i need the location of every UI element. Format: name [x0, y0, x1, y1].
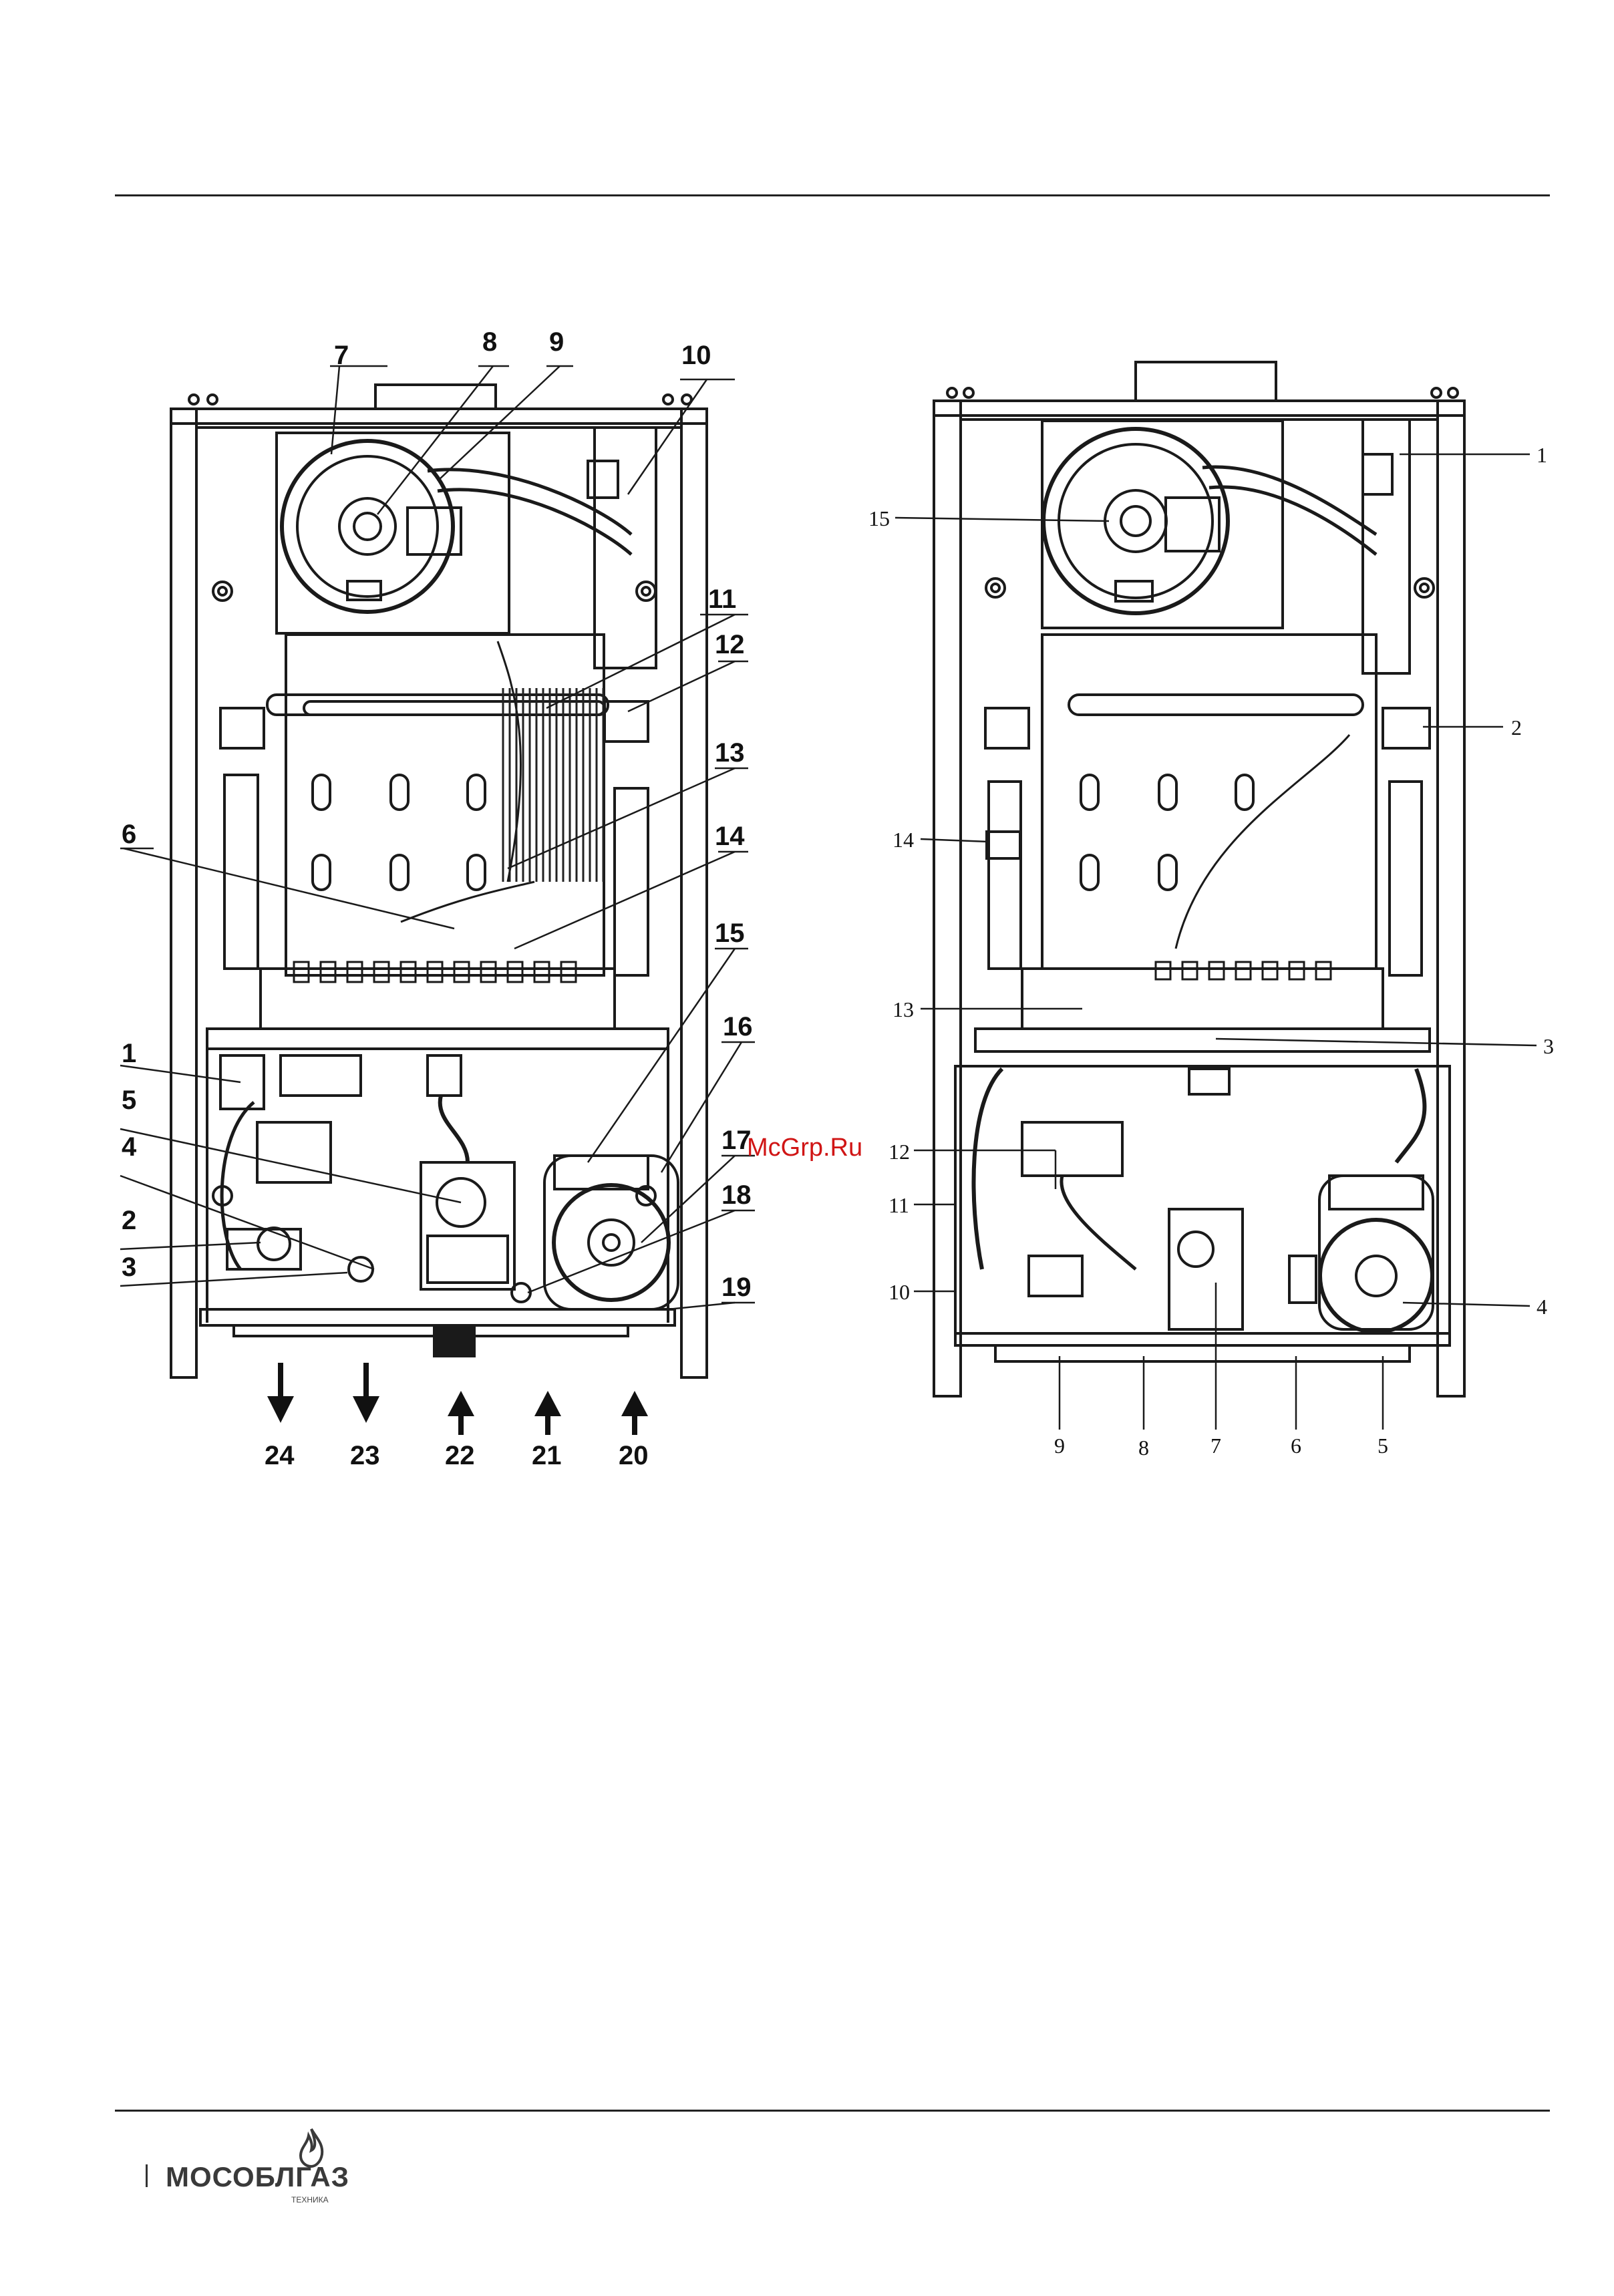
left-boiler-view — [120, 366, 755, 1435]
left-callout-8: 8 — [482, 327, 497, 357]
left-callout-2: 2 — [122, 1206, 136, 1235]
logo-divider — [146, 2164, 148, 2187]
left-callout-5: 5 — [122, 1086, 136, 1115]
connection-21: 21 — [532, 1441, 562, 1470]
left-callout-10: 10 — [681, 341, 711, 370]
left-callout-3: 3 — [122, 1253, 136, 1282]
connection-22: 22 — [445, 1441, 475, 1470]
brand-logo: МОСОБЛГАЗ ТЕХНИКА — [146, 2128, 359, 2201]
left-callout-9: 9 — [549, 327, 564, 357]
right-callout-10: 10 — [889, 1280, 910, 1304]
left-callout-4: 4 — [122, 1132, 137, 1162]
right-callout-2: 2 — [1511, 715, 1522, 740]
left-callout-6: 6 — [122, 820, 136, 849]
right-callout-11: 11 — [889, 1193, 909, 1217]
right-callout-15: 15 — [868, 506, 890, 530]
right-boiler-view — [895, 362, 1537, 1430]
right-callout-5: 5 — [1378, 1434, 1388, 1458]
connection-20: 20 — [619, 1441, 649, 1470]
left-callout-12: 12 — [715, 630, 745, 659]
right-callout-14: 14 — [893, 828, 914, 852]
left-callout-16: 16 — [723, 1012, 753, 1041]
left-callout-11: 11 — [708, 585, 736, 614]
brand-subtitle: ТЕХНИКА — [291, 2195, 329, 2204]
right-callout-9: 9 — [1054, 1434, 1065, 1458]
right-callout-12: 12 — [889, 1140, 910, 1164]
left-callout-19: 19 — [721, 1273, 752, 1302]
right-callout-8: 8 — [1138, 1436, 1149, 1460]
right-callout-4: 4 — [1537, 1295, 1547, 1319]
left-callout-14: 14 — [715, 822, 745, 851]
connection-24: 24 — [265, 1441, 295, 1470]
brand-name: МОСОБЛГАЗ — [166, 2161, 349, 2193]
left-callout-13: 13 — [715, 738, 745, 768]
right-callout-1: 1 — [1537, 443, 1547, 467]
watermark: McGrp.Ru — [747, 1134, 862, 1162]
left-callout-15: 15 — [715, 919, 745, 948]
left-callout-1: 1 — [122, 1039, 136, 1068]
right-callout-7: 7 — [1210, 1434, 1221, 1458]
right-callout-3: 3 — [1543, 1034, 1554, 1058]
left-callout-7: 7 — [334, 341, 349, 370]
left-callout-18: 18 — [721, 1180, 752, 1210]
right-callout-13: 13 — [893, 997, 914, 1021]
connection-23: 23 — [350, 1441, 380, 1470]
right-callout-6: 6 — [1291, 1434, 1301, 1458]
